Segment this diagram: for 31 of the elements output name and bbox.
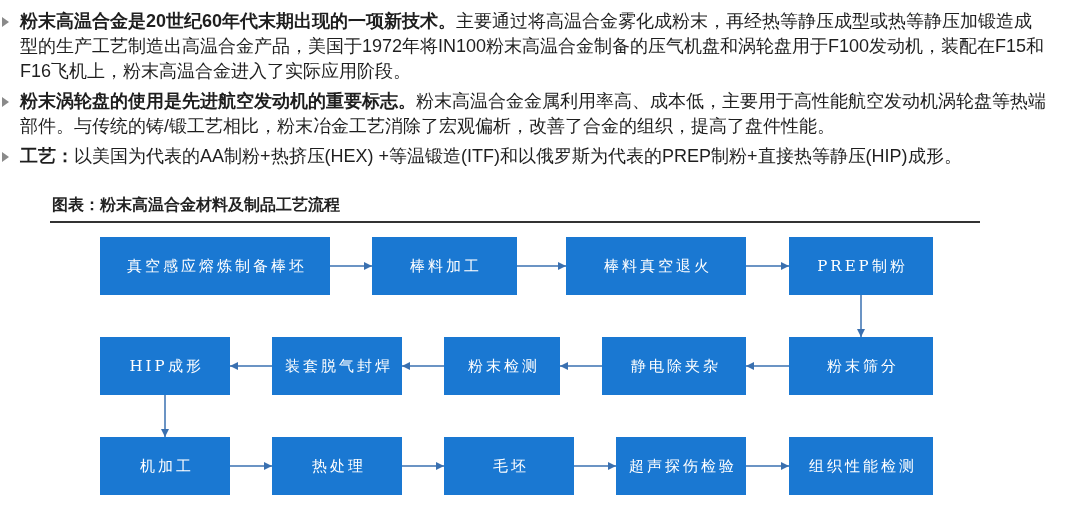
body-text: 粉末涡轮盘的使用是先进航空发动机的重要标志。粉末高温合金金属利用率高、成本低，主要用于高性能航空发动机涡轮盘等热端部件。与传统的铸/锻工艺相比，粉末冶金工艺消除了宏观偏析，改善了合金的组织，提高了盘件性能。 — [20, 90, 1047, 138]
arrow — [329, 262, 373, 270]
process-box: 真空感应熔炼制备棒坯 — [100, 237, 330, 295]
process-box: 组织性能检测 — [789, 437, 933, 495]
arrow — [745, 362, 790, 370]
arrow — [229, 462, 273, 470]
arrow — [857, 294, 865, 338]
body-text: 粉末高温合金是20世纪60年代末期出现的一项新技术。主要通过将高温合金雾化成粉末，再经热等静压成型或热等静压加锻造成型的生产工艺制造出高温合金产品，美国于1972年将IN100粉末高温合金制备的压气机盘和涡轮盘用于F100发动机，装配在F15和F16飞机上，粉末高温合金进入了实际应用阶段。 — [20, 10, 1046, 83]
process-box: 粉末筛分 — [789, 337, 933, 395]
arrow — [559, 362, 603, 370]
arrow — [745, 262, 790, 270]
arrow — [401, 462, 445, 470]
process-box: 棒料真空退火 — [566, 237, 746, 295]
arrow — [516, 262, 567, 270]
process-box: 毛坯 — [444, 437, 574, 495]
arrow — [401, 362, 445, 370]
process-box: HIP成形 — [100, 337, 230, 395]
arrow — [745, 462, 790, 470]
chart-title: 图表：粉末高温合金材料及制品工艺流程 — [52, 195, 340, 215]
process-box: 静电除夹杂 — [602, 337, 746, 395]
process-box: 粉末检测 — [444, 337, 560, 395]
process-box: PREP制粉 — [789, 237, 933, 295]
body-text: 工艺：以美国为代表的AA制粉+热挤压(HEX) +等温锻造(ITF)和以俄罗斯为代表的PREP制粉+直接热等静压(HIP)成形。 — [20, 145, 963, 168]
process-box: 棒料加工 — [372, 237, 517, 295]
process-box: 超声探伤检验 — [616, 437, 746, 495]
arrow — [161, 394, 169, 438]
arrow — [229, 362, 273, 370]
process-box: 装套脱气封焊 — [272, 337, 402, 395]
process-box: 机加工 — [100, 437, 230, 495]
process-box: 热处理 — [272, 437, 402, 495]
arrow — [573, 462, 617, 470]
